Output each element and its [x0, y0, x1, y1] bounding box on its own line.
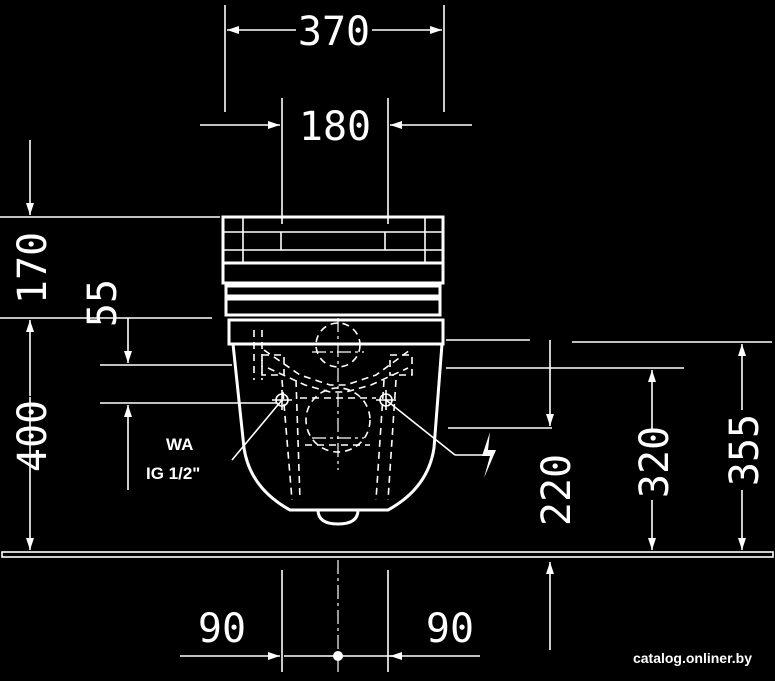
water-connections: [272, 390, 396, 410]
dimension-height-top: 170: [0, 140, 220, 396]
dim-170-label: 170: [10, 232, 56, 304]
water-supply-label: WA: [166, 435, 193, 454]
dim-180-label: 180: [299, 104, 371, 150]
electric-leader: [385, 399, 496, 478]
dim-355-label: 355: [722, 414, 768, 486]
floor-line: [1, 551, 774, 558]
dim-400-label: 400: [10, 400, 56, 472]
dim-370-label: 370: [298, 9, 370, 55]
toilet-outline: [221, 215, 445, 526]
dimension-height-320: 320: [446, 367, 684, 550]
dimension-width-inner: 180: [200, 98, 472, 224]
internal-pipes: [253, 322, 413, 501]
lightning-icon: [482, 432, 496, 478]
thread-label: IG 1/2": [146, 464, 200, 483]
dim-55-label: 55: [80, 279, 126, 327]
dim-320-label: 320: [632, 426, 678, 498]
dimension-offset-55: 55: [80, 279, 276, 490]
dim-220-label: 220: [534, 454, 580, 526]
dimension-spacing: 90 90: [180, 570, 480, 672]
watermark: catalog.onliner.by: [633, 650, 752, 666]
dimension-height-355: 355: [572, 341, 772, 550]
water-supply-leader: WA IG 1/2": [146, 399, 283, 483]
dimension-height-220: 220: [446, 339, 580, 650]
center-lines: [312, 318, 364, 672]
dimension-height-400: 400: [10, 397, 56, 550]
dim-90-left-label: 90: [198, 606, 246, 652]
dimension-width-total: 370: [224, 5, 445, 112]
dim-90-right-label: 90: [426, 606, 474, 652]
